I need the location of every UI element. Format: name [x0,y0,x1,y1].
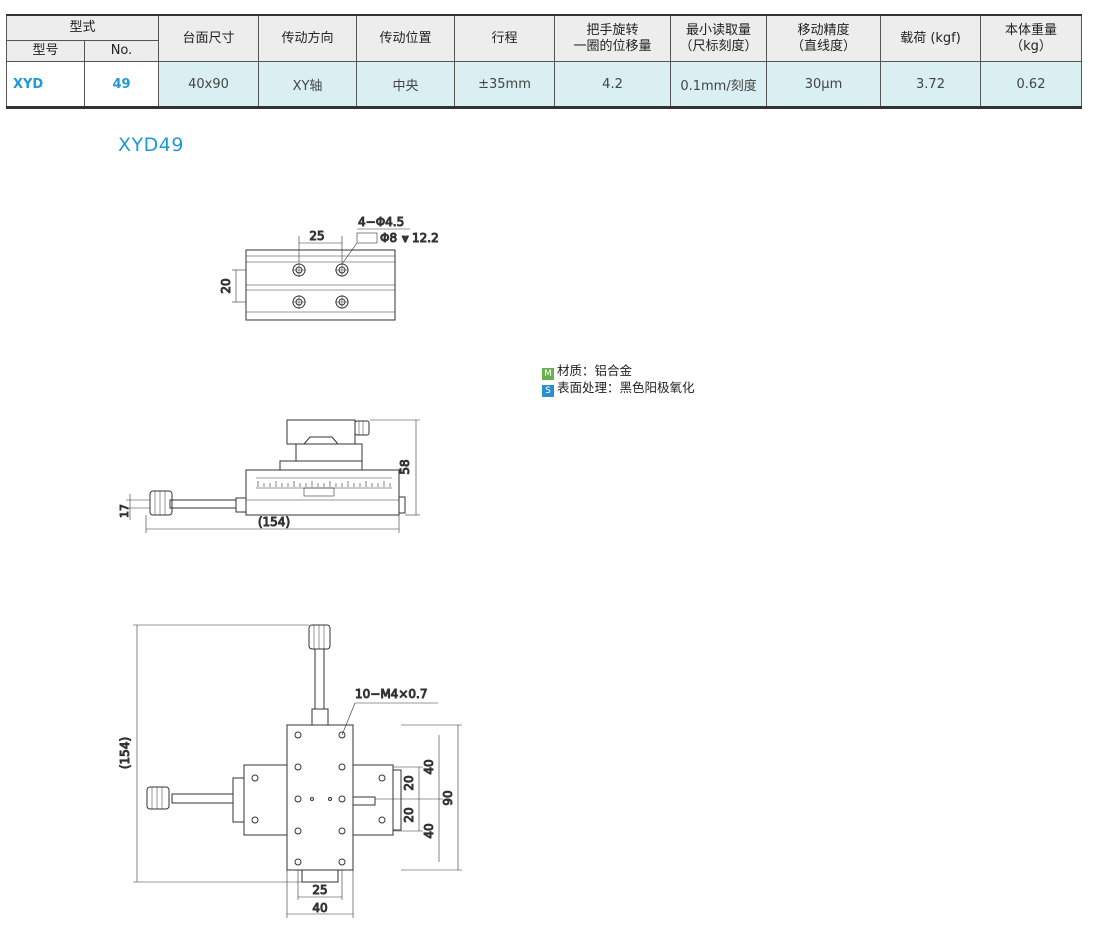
header-min-reading-line1: 最小读取量 [686,22,752,38]
plan-dim-20-upper: 20 [402,775,416,790]
model-title: XYD49 [118,134,184,156]
top-hole-icon [292,263,306,277]
side-dim-17: 17 [118,504,131,518]
material-text: 材质：铝合金 [557,363,633,378]
cell-no: 49 [83,61,160,108]
plan-dim-40-bottom: 40 [312,901,327,915]
cell-drive-direction: XY轴 [258,61,358,108]
plan-dim-40-upper: 40 [422,759,436,774]
surface-tag-icon: S [542,385,554,397]
header-weight-line1: 本体重量 [1005,22,1058,38]
header-drive-position: 传动位置 [356,14,456,62]
top-dim-25: 25 [309,229,324,243]
depth-icon: ⩔ [402,231,409,245]
surface-text: 表面处理：黑色阳极氧化 [557,380,695,395]
plan-thread-spec: 10−M4×0.7 [355,687,427,701]
header-drive-direction: 传动方向 [258,14,358,62]
header-load: 载荷 (kgf) [880,14,982,62]
plan-view-drawing [133,624,462,918]
side-view-drawing [126,419,420,533]
top-hole-icon [335,263,349,277]
header-model: 型号 [6,40,85,62]
header-table-size: 台面尺寸 [158,14,260,62]
header-accuracy: 移动精度 （直线度） [766,14,882,62]
cell-weight: 0.62 [980,61,1083,108]
top-hole-icon [335,295,349,309]
material-tag-icon: M [542,368,554,380]
header-handle-travel-line1: 把手旋转 [586,22,639,38]
top-hole-icon [292,295,306,309]
plan-dim-40-lower: 40 [422,823,436,838]
cell-handle-travel: 4.2 [554,61,672,108]
header-type: 型式 [5,14,160,41]
plan-dim-90: 90 [441,790,455,805]
header-accuracy-line2: （直线度） [791,38,857,54]
side-dim-58: 58 [398,459,412,474]
plan-dim-25: 25 [312,883,327,897]
header-accuracy-line1: 移动精度 [797,22,850,38]
cell-load: 3.72 [880,61,982,108]
plan-dim-20-lower: 20 [402,807,416,822]
header-handle-travel-line2: 一圈的位移量 [573,38,652,54]
cell-model: XYD [6,61,85,108]
header-handle-travel: 把手旋转 一圈的位移量 [554,14,672,62]
top-depth-spec: 12.2 [412,231,439,245]
top-cbore-spec: Φ8 [380,231,397,245]
header-weight: 本体重量 （kg） [980,14,1083,62]
cell-stroke: ±35mm [454,61,556,108]
header-weight-line2: （kg） [1010,38,1052,54]
top-hole-spec: 4−Φ4.5 [358,215,404,229]
header-no: No. [83,40,160,62]
header-min-reading: 最小读取量 （尺标刻度） [670,14,768,62]
cell-table-size: 40x90 [158,61,260,108]
cell-min-reading: 0.1mm/刻度 [670,61,768,108]
top-view-drawing [232,228,410,321]
plan-dim-154: (154) [118,737,132,769]
top-dim-20: 20 [219,278,233,293]
header-min-reading-line2: （尺标刻度） [679,38,758,54]
table-row: XYD 49 40x90 XY轴 中央 ±35mm 4.2 0.1mm/刻度 3… [6,61,1083,108]
header-stroke: 行程 [454,14,556,62]
spec-table: 型式 台面尺寸 传动方向 传动位置 行程 把手旋转 一圈的位移量 最小读取量 （… [5,14,1083,109]
side-dim-154: (154) [258,515,290,529]
cell-drive-position: 中央 [356,61,456,108]
cell-accuracy: 30μm [766,61,882,108]
